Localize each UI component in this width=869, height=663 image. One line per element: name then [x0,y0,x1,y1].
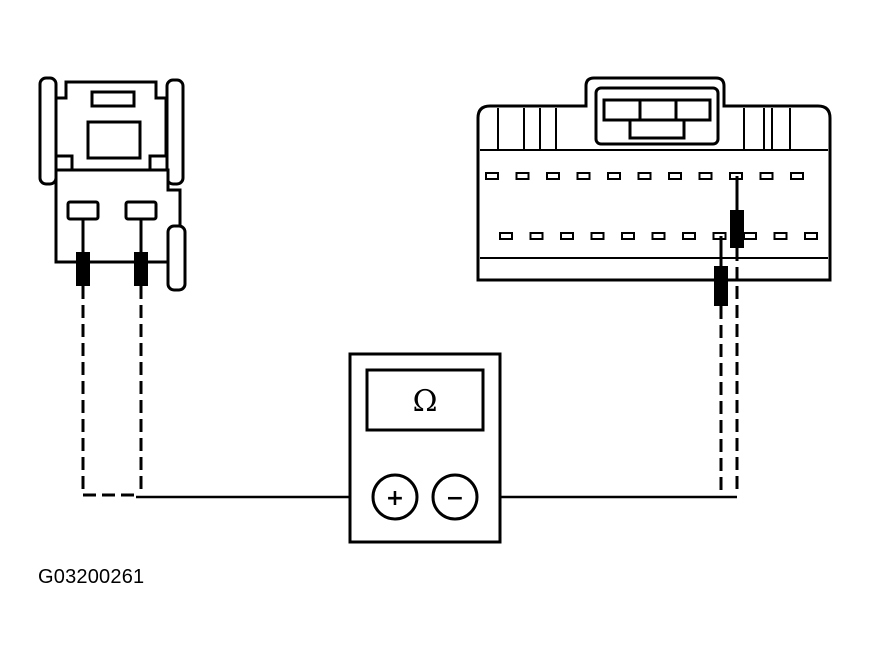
right-probes [714,176,744,306]
figure-id: G03200261 [38,566,145,588]
pin-slot [560,232,574,240]
pin-slot [590,232,605,240]
right-probe-2-tip [714,266,728,306]
left-connector-terminal-2 [124,200,158,221]
left-probe-2-tip [134,252,148,286]
left-connector [38,76,187,292]
pin-slot [668,172,682,180]
positive-terminal-label: + [386,486,404,511]
right-connector [476,76,832,282]
left-connector-window [86,120,142,160]
left-connector-head-slot [90,90,136,108]
negative-terminal [431,473,479,521]
pin-slot [485,172,499,180]
pin-slot [698,172,713,180]
right-dashed-leads [719,248,739,495]
pin-slot [621,232,635,240]
left-connector-clip [166,224,187,292]
pin-slot [515,172,530,180]
pin-slot [499,232,513,240]
pin-slot [651,232,666,240]
ohm-symbol: Ω [413,384,438,419]
pin-slot [546,172,560,180]
multimeter: Ω + − [348,352,502,544]
pin-slot [607,172,621,180]
multimeter-display [365,368,485,432]
left-connector-terminal-1 [66,200,100,221]
right-connector-latch-slot [602,98,712,122]
pin-slot [773,232,788,240]
pin-slot [682,232,696,240]
pin-slot [743,232,757,240]
left-probes [76,219,148,286]
pin-slot [759,172,774,180]
left-connector-latch-left [38,76,58,186]
positive-terminal [371,473,419,521]
negative-terminal-label: − [446,486,464,511]
right-connector-pin-row-top [485,172,804,180]
right-probe-1-tip [730,210,744,248]
left-dashed-leads [81,286,143,497]
pin-slot [804,232,818,240]
pin-slot [529,232,544,240]
left-probe-1-tip [76,252,90,286]
left-connector-latch-right [165,78,185,186]
pin-slot [790,172,804,180]
left-lead-1 [81,286,136,497]
pin-slot [637,172,652,180]
pin-slot [576,172,591,180]
